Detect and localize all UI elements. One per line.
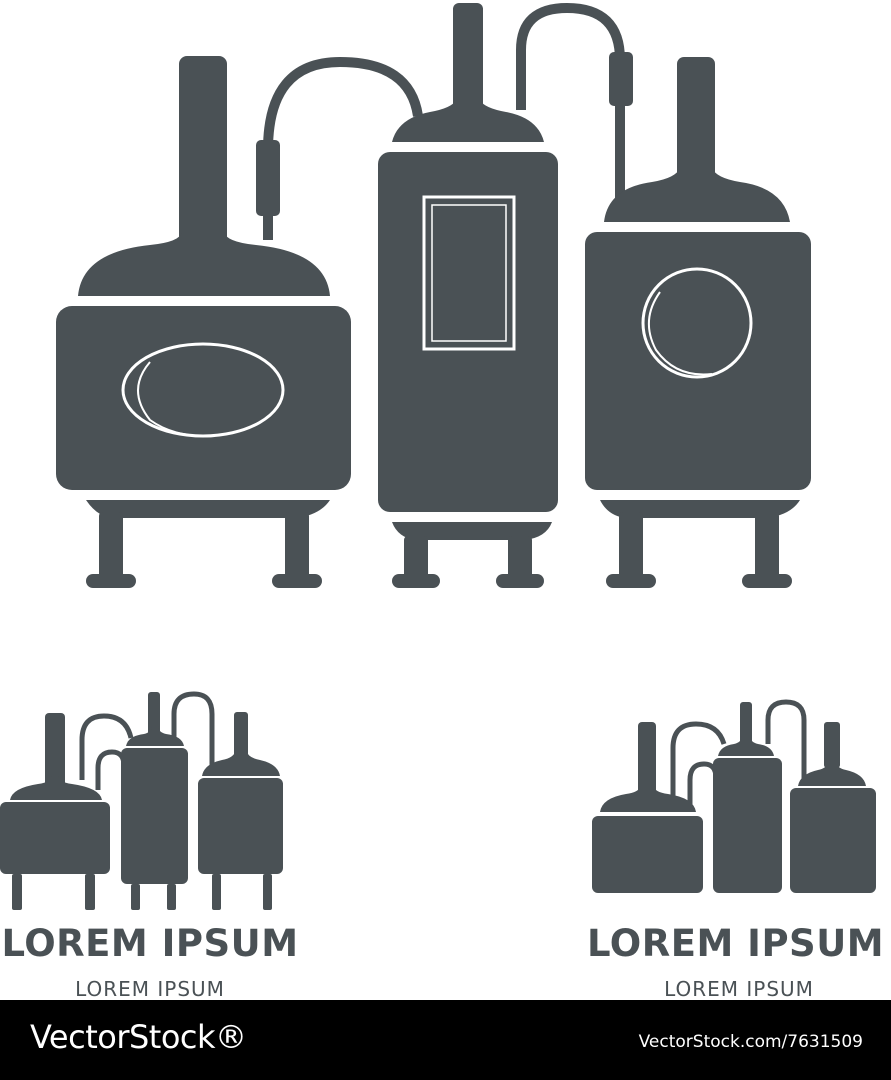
left-kettle-tank: [56, 56, 351, 588]
logo-right-icon: [592, 699, 876, 893]
logo-left-icon: [0, 691, 283, 910]
pipe-left: [263, 56, 423, 240]
watermark-footer-bar: VectorStock® VectorStock.com/7631509: [0, 1000, 891, 1080]
brewery-artwork: [0, 2, 876, 910]
brewery-tanks-illustration: [56, 2, 811, 588]
logo-left-subtitle: LOREM IPSUM: [75, 977, 225, 1001]
right-kettle-tank: [585, 57, 811, 588]
pipe-right: [516, 2, 625, 200]
logo-right-subtitle: LOREM IPSUM: [664, 977, 814, 1001]
middle-fermenter-tank: [378, 3, 558, 588]
image-id-label: VectorStock.com/7631509: [638, 1032, 863, 1052]
logo-right-title: LOREM IPSUM: [587, 922, 885, 965]
vectorstock-brand: VectorStock®: [30, 1018, 247, 1056]
logo-left-title: LOREM IPSUM: [1, 922, 299, 965]
